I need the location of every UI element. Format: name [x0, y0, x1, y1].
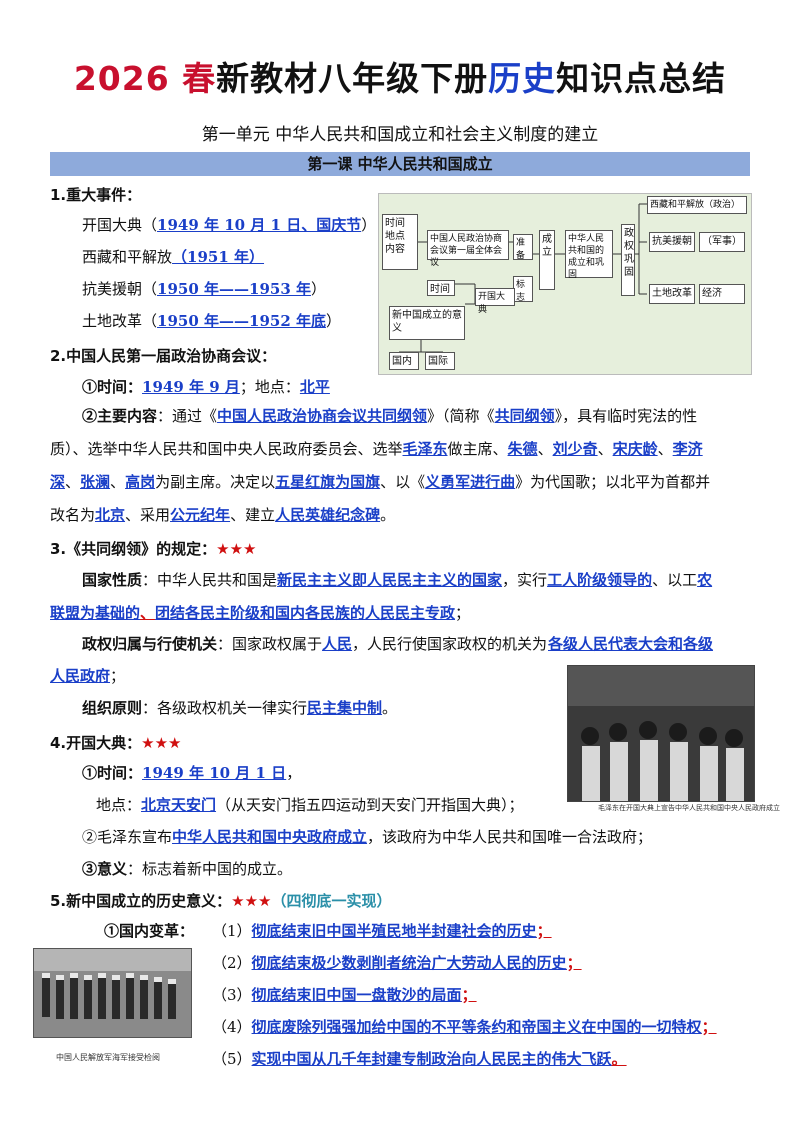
- navy-review-photo: [33, 948, 192, 1038]
- section-1-heading: 1.重大事件：: [50, 186, 142, 204]
- diagram-land-reform: 土地改革: [649, 284, 695, 304]
- significance-item-2: （2）彻底结束极少数剥削者统治广大劳动人民的历史；: [212, 954, 582, 972]
- diagram-international: 国际: [425, 352, 455, 370]
- significance-item-3: （3）彻底结束旧中国一盘散沙的局面；: [212, 986, 477, 1004]
- ceremony-meaning: ③意义：标志着新中国的成立。: [82, 860, 293, 878]
- founding-ceremony-illustration: [568, 666, 754, 801]
- diagram-cppcc: 中国人民政治协商会议第一届全体会议: [427, 230, 509, 268]
- section-5-tag: （四彻底一实现）: [271, 892, 392, 910]
- navy-photo-caption: 中国人民解放军海军接受检阅: [56, 1053, 160, 1062]
- section-2-heading: 2.中国人民第一届政治协商会议：: [50, 347, 277, 365]
- navy-review-illustration: [34, 949, 191, 1037]
- significance-item-5: （5）实现中国从几千年封建专制政治向人民民主的伟大飞跃。: [212, 1050, 627, 1068]
- diagram-significance: 新中国成立的意义: [389, 306, 465, 340]
- importance-stars: ★★★: [141, 734, 182, 752]
- diagram-tibet: 西藏和平解放（政治）: [647, 196, 747, 214]
- event-1: 开国大典（1949 年 10 月 1 日、国庆节）: [82, 216, 377, 234]
- diagram-ceremony: 开国大典: [475, 288, 515, 315]
- lesson-banner: 第一课 中华人民共和国成立: [50, 152, 750, 176]
- event-2: 西藏和平解放（1951 年）: [82, 248, 265, 266]
- unit-title: 第一单元 中华人民共和国成立和社会主义制度的建立: [201, 125, 599, 145]
- importance-stars: ★★★: [216, 540, 257, 558]
- ceremony-time: ①时间：1949 年 10 月 1 日，: [82, 764, 302, 782]
- diagram-economy: 经济: [699, 284, 745, 304]
- diagram-time: 时间: [427, 280, 455, 296]
- program-power: 政权归属与行使机关：国家政权属于人民，人民行使国家政权的机关为: [82, 635, 548, 653]
- diagram-symbol: 标志: [513, 276, 533, 303]
- section-3-heading: 3.《共同纲领》的规定：★★★: [50, 540, 257, 558]
- cppcc-content: ②主要内容：通过《中国人民政治协商会议共同纲领》（简称《共同纲领》，具有临时宪法…: [50, 407, 711, 524]
- ceremony-place: 地点：北京天安门（从天安门指五四运动到天安门开指国大典）；: [96, 796, 524, 814]
- diagram-time-place-content: 时间 地点 内容: [382, 214, 418, 270]
- domestic-change-label: ①国内变革：: [104, 922, 195, 940]
- cppcc-time-place: ①时间：1949 年 9 月；地点：北平: [82, 378, 330, 396]
- section-5-heading: 5.新中国成立的历史意义：★★★（四彻底一实现）: [50, 892, 392, 910]
- ceremony-announcement: ②毛泽东宣布中华人民共和国中央政府成立，该政府为中华人民共和国唯一合法政府；: [82, 828, 653, 846]
- program-power-cont: 人民政府；: [50, 667, 126, 685]
- significance-item-1: （1）彻底结束旧中国半殖民地半封建社会的历史；: [212, 922, 552, 940]
- diagram-founding: 成立: [539, 230, 555, 290]
- program-organization: 组织原则：各级政权机关一律实行民主集中制。: [82, 699, 398, 717]
- page-title: 2026 春新教材八年级下册历史知识点总结: [73, 59, 727, 98]
- section-4-heading: 4.开国大典：★★★: [50, 734, 182, 752]
- diagram-prc-founding: 中华人民共和国的成立和巩固: [565, 230, 613, 280]
- diagram-korea: 抗美援朝: [649, 232, 695, 252]
- founding-photo-caption: 毛泽东在开国大典上宣告中华人民共和国中央人民政府成立: [598, 804, 780, 812]
- event-4: 土地改革（1950 年——1952 年底）: [82, 312, 341, 330]
- diagram-domestic: 国内: [389, 352, 419, 370]
- diagram-military: （军事）: [699, 232, 745, 252]
- significance-item-4: （4）彻底废除列强强加给中国的不平等条约和帝国主义在中国的一切特权；: [212, 1018, 717, 1036]
- importance-stars: ★★★: [231, 892, 272, 910]
- concept-diagram: 时间 地点 内容 中国人民政治协商会议第一届全体会议 准备 成立 标志 中华人民…: [378, 193, 752, 375]
- diagram-consolidation: 政权巩固: [621, 224, 635, 296]
- program-power-organs: 各级人民代表大会和各级: [548, 635, 714, 653]
- diagram-prepare: 准备: [513, 234, 533, 261]
- event-3: 抗美援朝（1950 年——1953 年）: [82, 280, 326, 298]
- program-state-nature: 国家性质：中华人民共和国是新民主主义即人民民主主义的国家，实行工人阶级领导的、以…: [50, 571, 713, 622]
- founding-ceremony-photo: [567, 665, 755, 802]
